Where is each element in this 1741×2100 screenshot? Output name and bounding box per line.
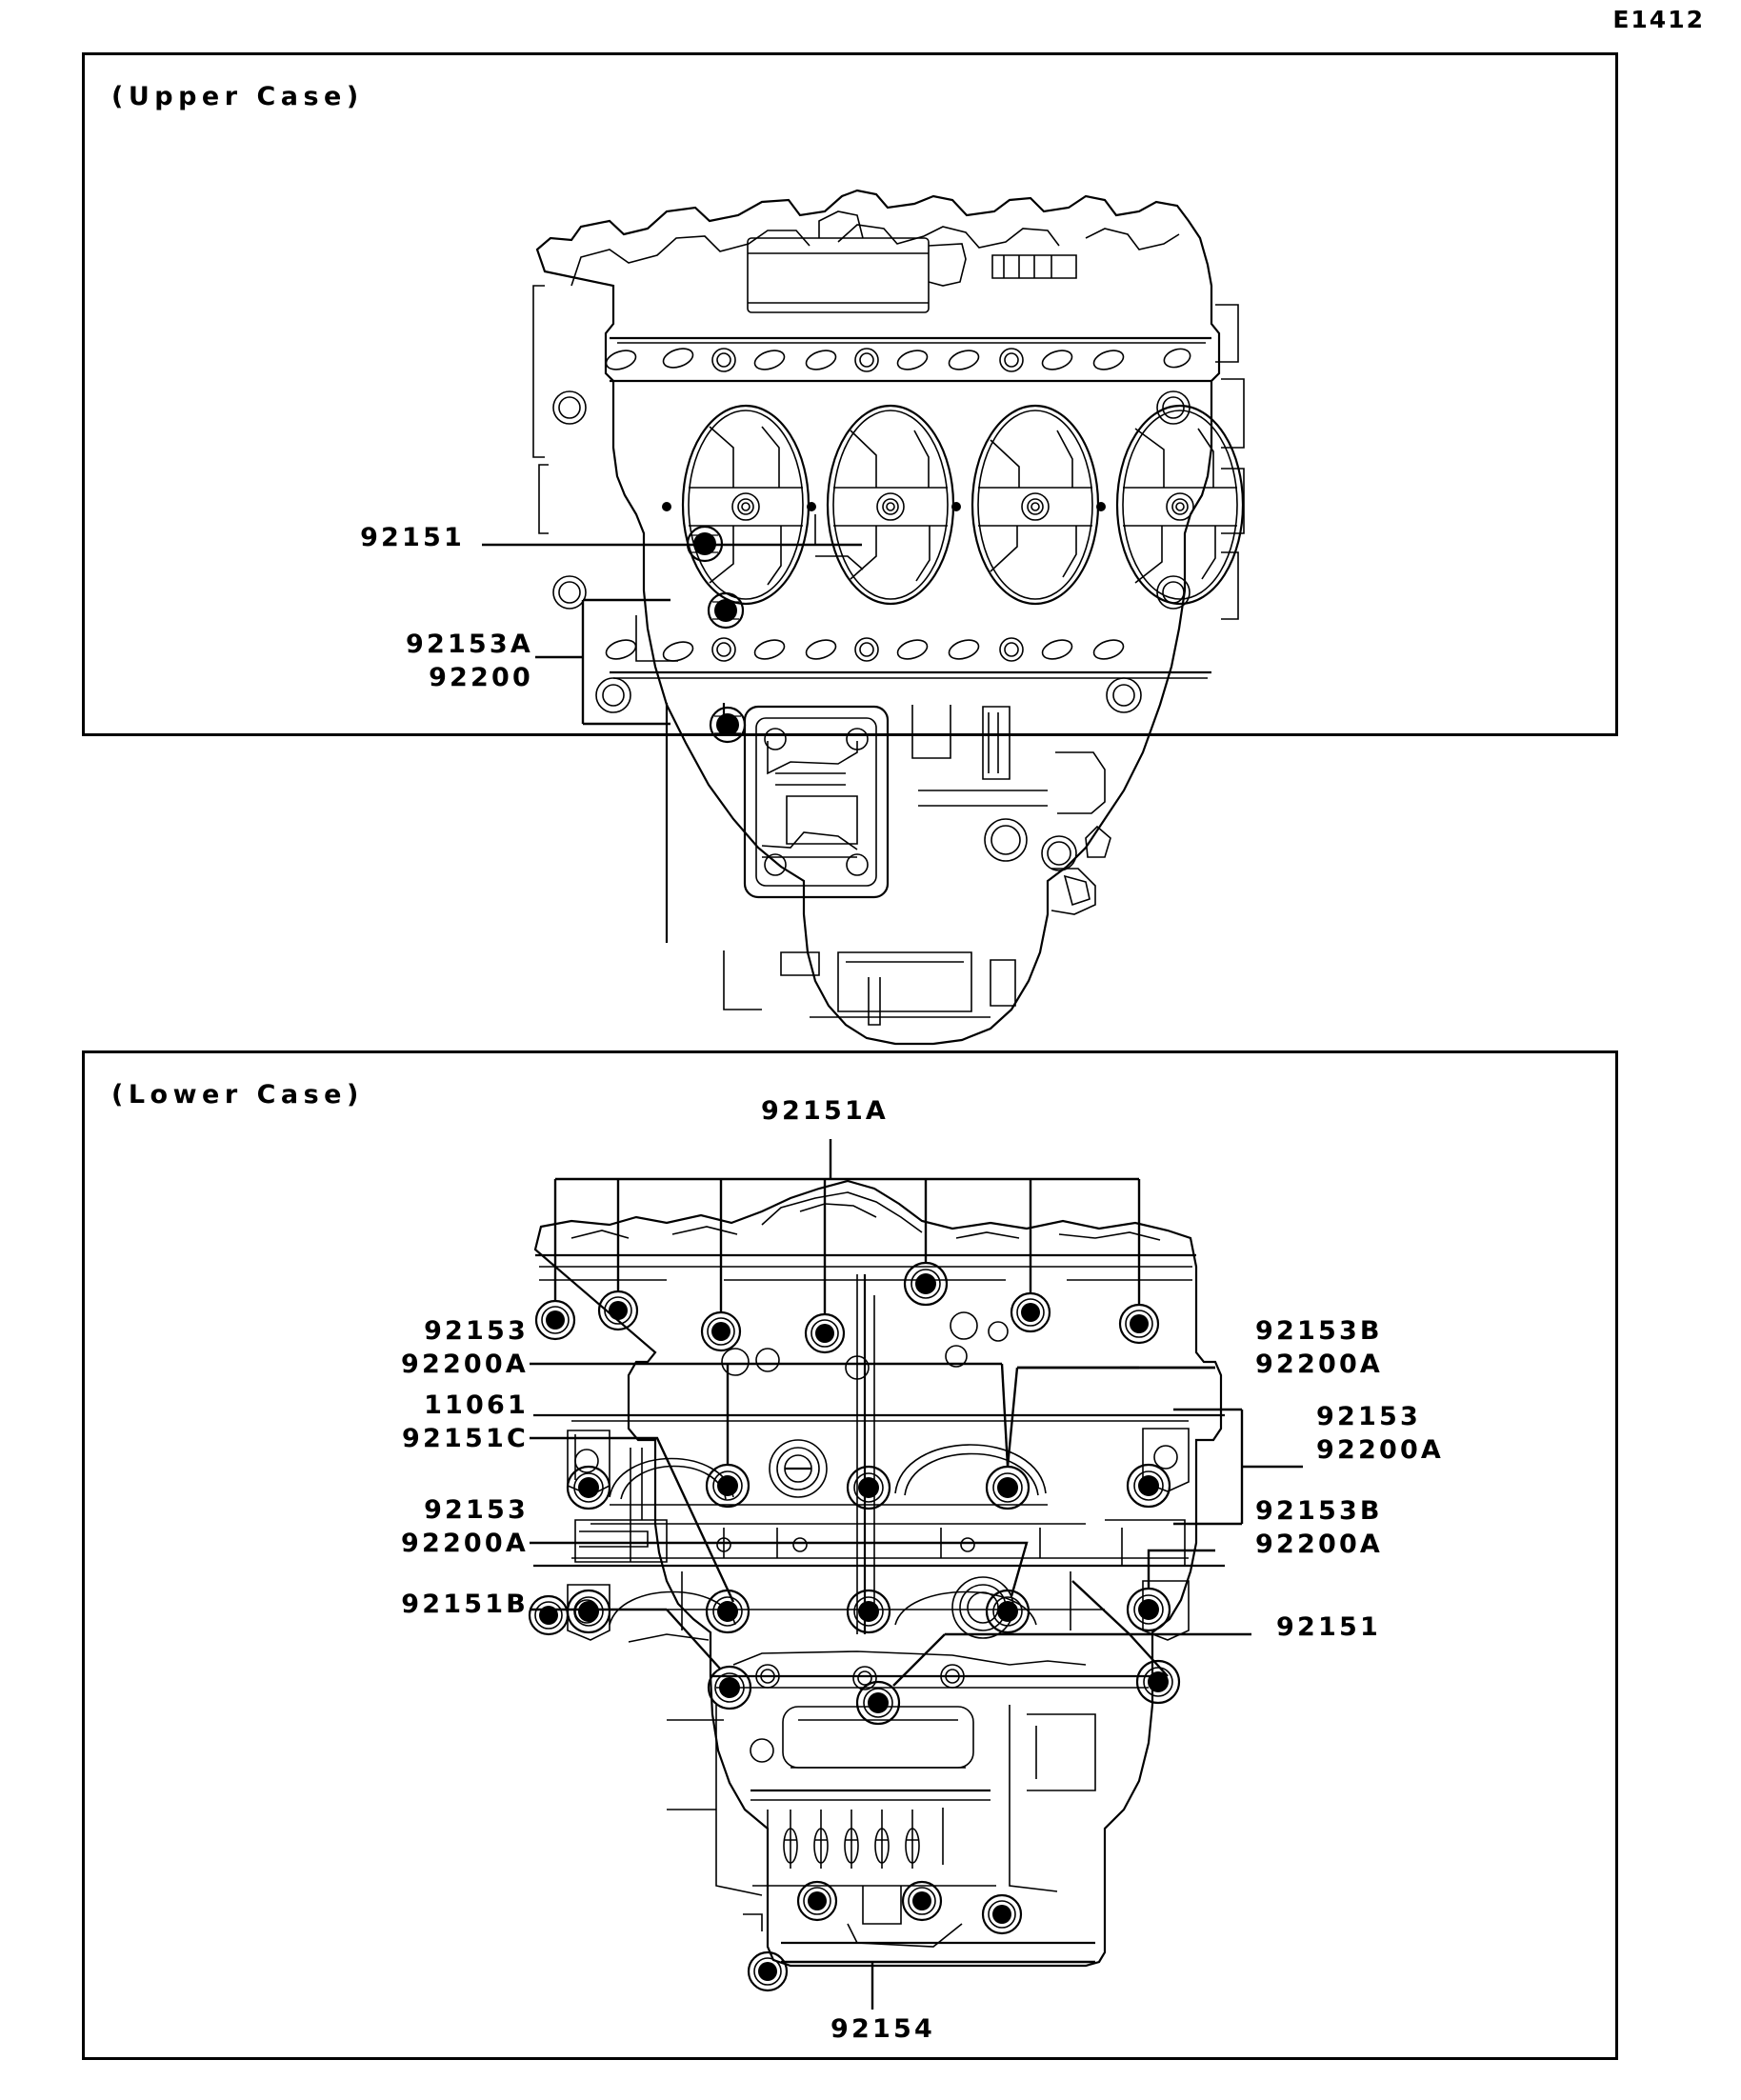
callout-line: 92200A — [1255, 1529, 1384, 1559]
callout-line: 92151C — [402, 1423, 529, 1453]
callout-lower-left-92153-92200A-2: 92153 92200A — [167, 1494, 529, 1560]
callout-lower-right-92153B-92200A-2: 92153B 92200A — [1255, 1495, 1617, 1561]
callout-line: 92151 — [360, 523, 465, 552]
panel-lower-case-title: (Lower Case) — [111, 1080, 364, 1110]
callout-lower-right-92153B-92200A: 92153B 92200A — [1255, 1315, 1617, 1381]
callout-lower-left-11061-92151C: 11061 92151C — [167, 1390, 529, 1455]
panel-upper-case-title: (Upper Case) — [111, 82, 364, 111]
callout-lower-92154: 92154 — [830, 2013, 1097, 2047]
callout-line: 92153 — [424, 1316, 529, 1346]
callout-line: 92151B — [401, 1590, 529, 1619]
callout-line: 11061 — [424, 1390, 529, 1420]
callout-line: 92154 — [830, 2014, 935, 2044]
callout-line: 92200 — [429, 662, 533, 692]
callout-line: 92151 — [1276, 1612, 1381, 1642]
callout-line: 92200A — [400, 1349, 529, 1379]
callout-lower-left-92153-92200A: 92153 92200A — [167, 1315, 529, 1381]
callout-line: 92200A — [1316, 1434, 1445, 1465]
callout-line: 92151A — [761, 1096, 890, 1126]
callout-line: 92153 — [424, 1495, 529, 1525]
callout-upper-92151: 92151 — [255, 522, 465, 555]
callout-line: 92153 — [1316, 1402, 1421, 1431]
callout-line: 92153A — [405, 630, 533, 659]
callout-line: 92200A — [1255, 1349, 1384, 1379]
callout-line: 92153B — [1255, 1496, 1383, 1526]
callout-lower-92151A: 92151A — [761, 1095, 889, 1129]
callout-line: 92200A — [400, 1528, 529, 1558]
callout-lower-right-92153-92200A: 92153 92200A — [1316, 1401, 1678, 1467]
callout-line: 92153B — [1255, 1316, 1383, 1346]
document-code: E1412 — [1612, 6, 1705, 33]
callout-lower-left-92151B: 92151B — [167, 1589, 529, 1622]
callout-upper-92153A-92200: 92153A 92200 — [236, 629, 533, 694]
callout-lower-right-92151: 92151 — [1276, 1611, 1543, 1645]
